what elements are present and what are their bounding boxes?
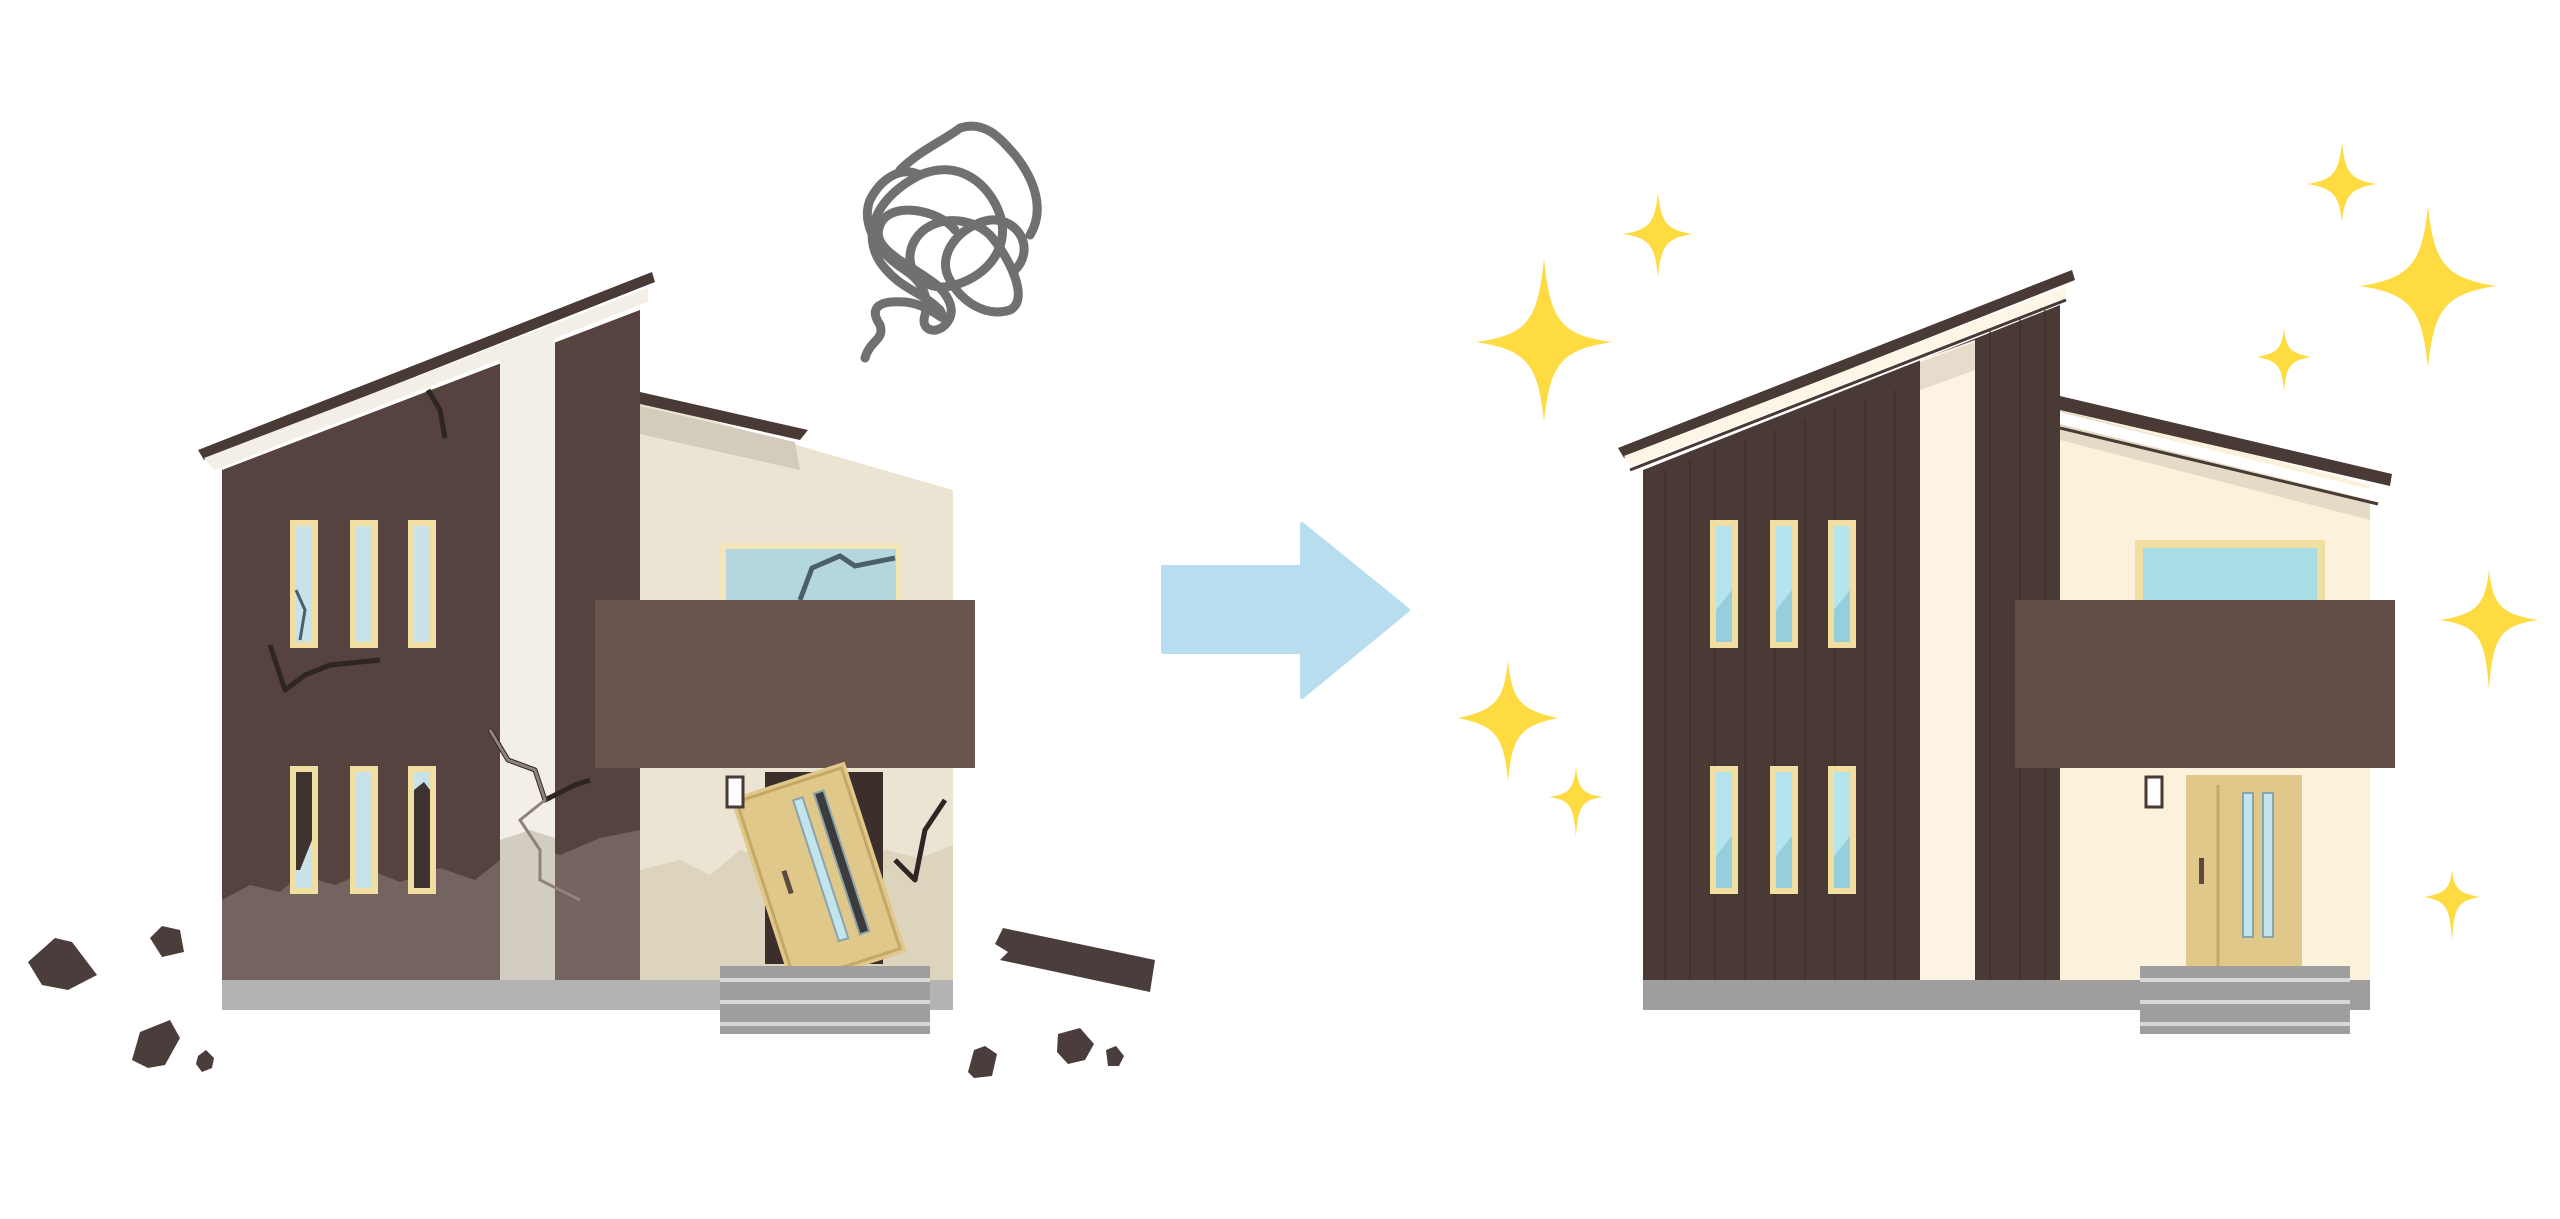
damaged-house-steps — [720, 966, 930, 1034]
damaged-house-wing-roof — [640, 392, 808, 440]
fallen-door — [730, 761, 907, 989]
damaged-house-lower-windows — [290, 766, 436, 894]
damaged-house-roof-eave — [204, 288, 648, 470]
crack-line — [488, 729, 581, 902]
crack-line — [797, 553, 896, 601]
renovated-house-upper-windows — [1710, 520, 1856, 648]
damaged-house-upper-windows — [290, 520, 436, 648]
renovated-house-steps — [2140, 966, 2350, 1034]
rubble — [28, 926, 1155, 1078]
scribble-icon — [860, 121, 1042, 363]
damaged-house — [198, 272, 975, 1034]
renovated-house-balcony — [2015, 600, 2395, 768]
sparkle-icon — [2307, 142, 2377, 222]
damaged-house-roof — [198, 272, 655, 460]
sparkle-icon — [1476, 258, 1612, 422]
sparkle-icon — [2257, 328, 2311, 392]
renovated-house-lower-windows — [1710, 766, 1856, 894]
sparkles — [1458, 142, 2538, 942]
damaged-house-pillar — [500, 338, 555, 988]
renovated-house-wing-roof-trim — [2060, 412, 2380, 502]
sparkle-icon — [2424, 870, 2480, 942]
renovated-house-wall-light — [2144, 775, 2164, 809]
damaged-house-balcony — [595, 600, 975, 768]
sparkle-icon — [1549, 766, 1603, 838]
renovated-house-wing-roof — [2060, 396, 2392, 486]
renovated-house-roof-eave — [1624, 286, 2066, 466]
renovated-house-wing-roof-line — [2059, 426, 2379, 506]
renovated-house-pillar-shadow — [1920, 342, 1975, 390]
damaged-house-wing-eave — [640, 406, 800, 470]
sparkle-icon — [1623, 192, 1693, 277]
sparkle-icon — [2360, 206, 2496, 368]
sparkle-icon — [1458, 660, 1558, 782]
damaged-house-pillar-stain — [500, 830, 555, 988]
renovated-house — [1618, 270, 2395, 1034]
renovated-house-roof-line — [1629, 298, 2067, 472]
damaged-house-wall-light — [725, 775, 745, 809]
renovated-house-door — [2186, 775, 2302, 975]
sparkle-icon — [2440, 570, 2538, 690]
renovated-house-wing-window — [2143, 548, 2317, 606]
renovated-house-roof — [1618, 270, 2075, 458]
arrow-right-icon — [1161, 522, 1410, 699]
renovated-house-pillar — [1920, 340, 1975, 988]
